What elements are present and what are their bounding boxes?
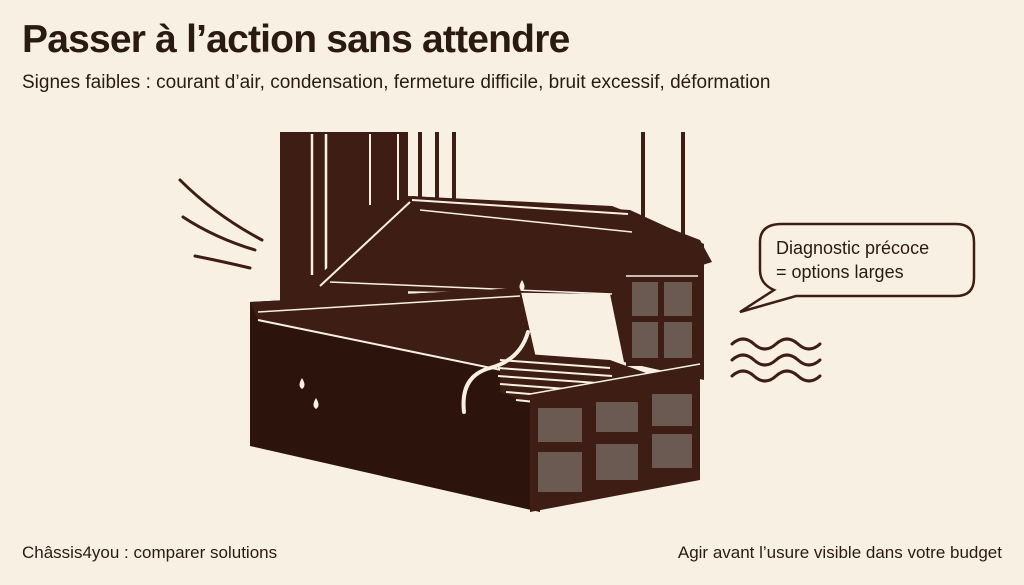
callout-line-1: Diagnostic précoce <box>776 238 930 258</box>
callout-bubble-text: Diagnostic précoce = options larges <box>776 236 976 284</box>
page-title: Passer à l’action sans attendre <box>22 18 570 61</box>
noise-wave-icon <box>730 337 822 383</box>
condensation-drop-icon <box>299 280 541 409</box>
air-draft-icon <box>178 178 264 270</box>
speech-bubble-icon <box>739 222 976 314</box>
upper-profile-chambers <box>626 275 698 366</box>
deformation-crack <box>461 330 530 414</box>
callout-line-2: = options larges <box>776 262 904 282</box>
upper-rail <box>318 196 712 380</box>
footer-advice-note: Agir avant l’usure visible dans votre bu… <box>677 543 1002 562</box>
front-sill <box>250 288 541 512</box>
footer-brand-note: Châssis4you : comparer solutions <box>22 543 278 562</box>
page-subtitle: Signes faibles : courant d’air, condensa… <box>22 72 771 93</box>
lower-profile-chambers <box>529 363 701 512</box>
